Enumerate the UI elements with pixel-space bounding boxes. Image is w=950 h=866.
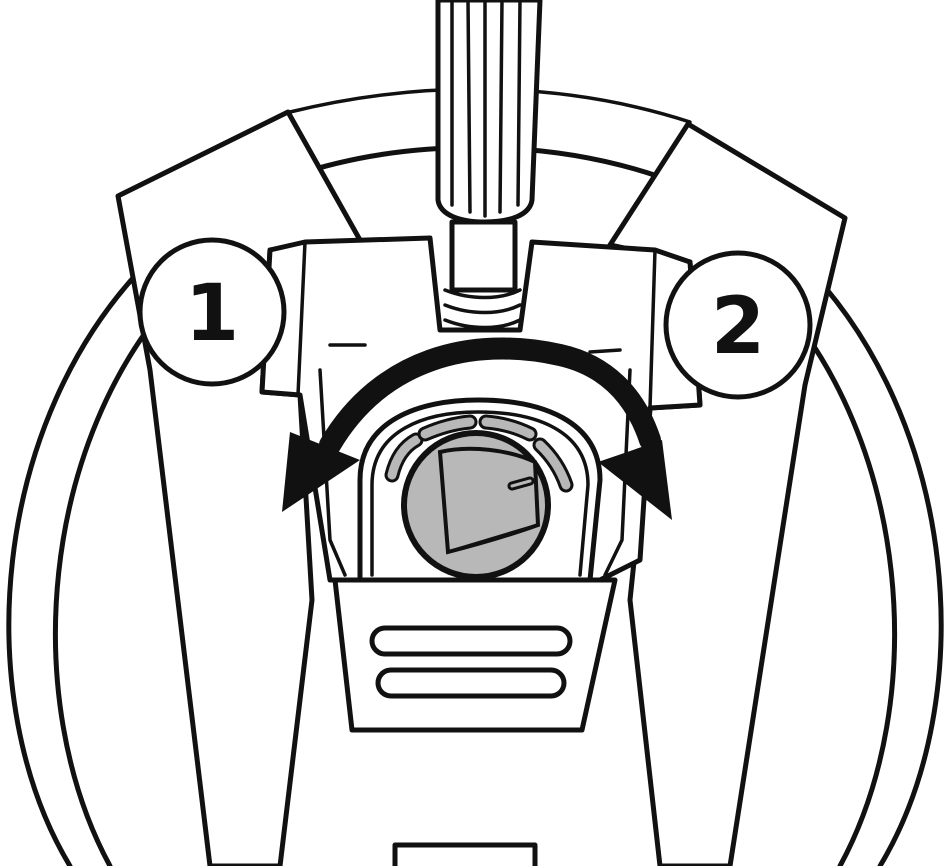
callout-1: 1 [140,240,284,384]
bottom-tab [395,845,535,866]
callout-1-label: 1 [185,269,239,359]
callout-2-label: 2 [711,282,765,372]
callout-2: 2 [666,253,810,397]
rotary-knob-icon[interactable] [404,433,548,577]
grip-plate [335,580,615,730]
